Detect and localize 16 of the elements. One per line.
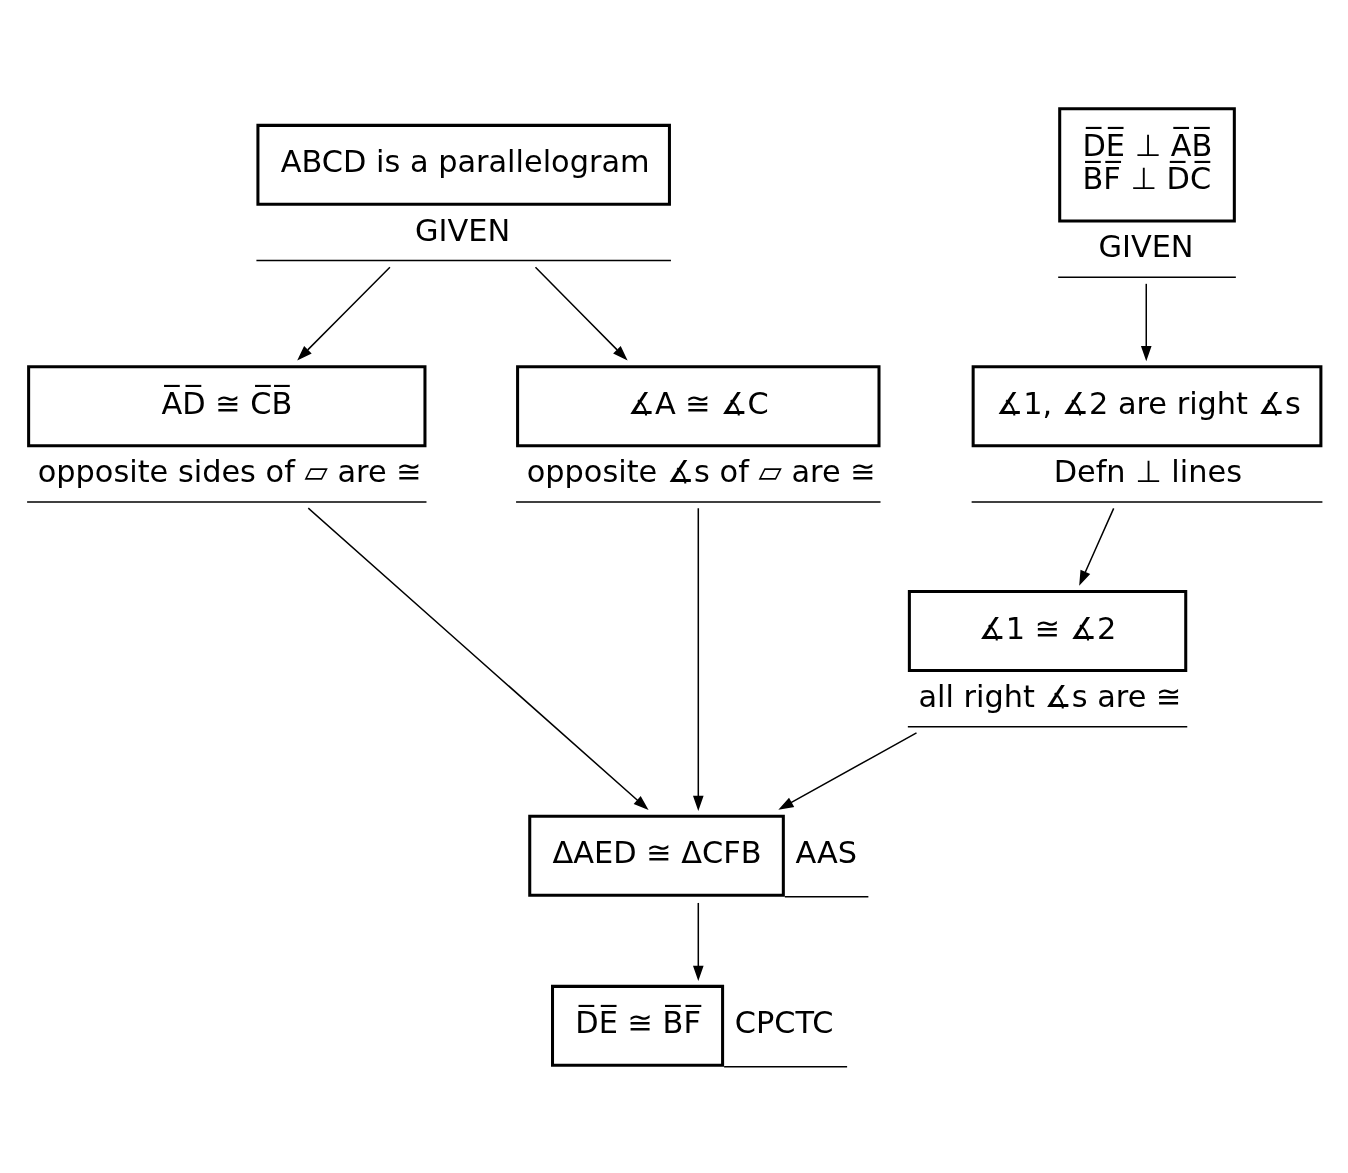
node-label: opposite ∡s of ▱ are ≅ xyxy=(526,453,876,489)
node-label: opposite sides of ▱ are ≅ xyxy=(37,453,422,489)
arrow xyxy=(692,901,704,981)
node-label: CPCTC xyxy=(734,1004,834,1040)
node-label: GIVEN xyxy=(415,212,511,248)
arrow xyxy=(534,265,628,360)
node-label: GIVEN xyxy=(1098,228,1194,264)
node-label: Defn ⊥ lines xyxy=(1053,453,1242,489)
arrow xyxy=(1140,282,1152,361)
node-label: AAS xyxy=(795,834,858,870)
arrow xyxy=(297,265,391,360)
arrow xyxy=(307,506,649,810)
arrow xyxy=(1079,507,1115,586)
node-label: all right ∡s are ≅ xyxy=(918,678,1182,714)
arrow xyxy=(778,731,918,810)
arrow xyxy=(692,506,704,811)
